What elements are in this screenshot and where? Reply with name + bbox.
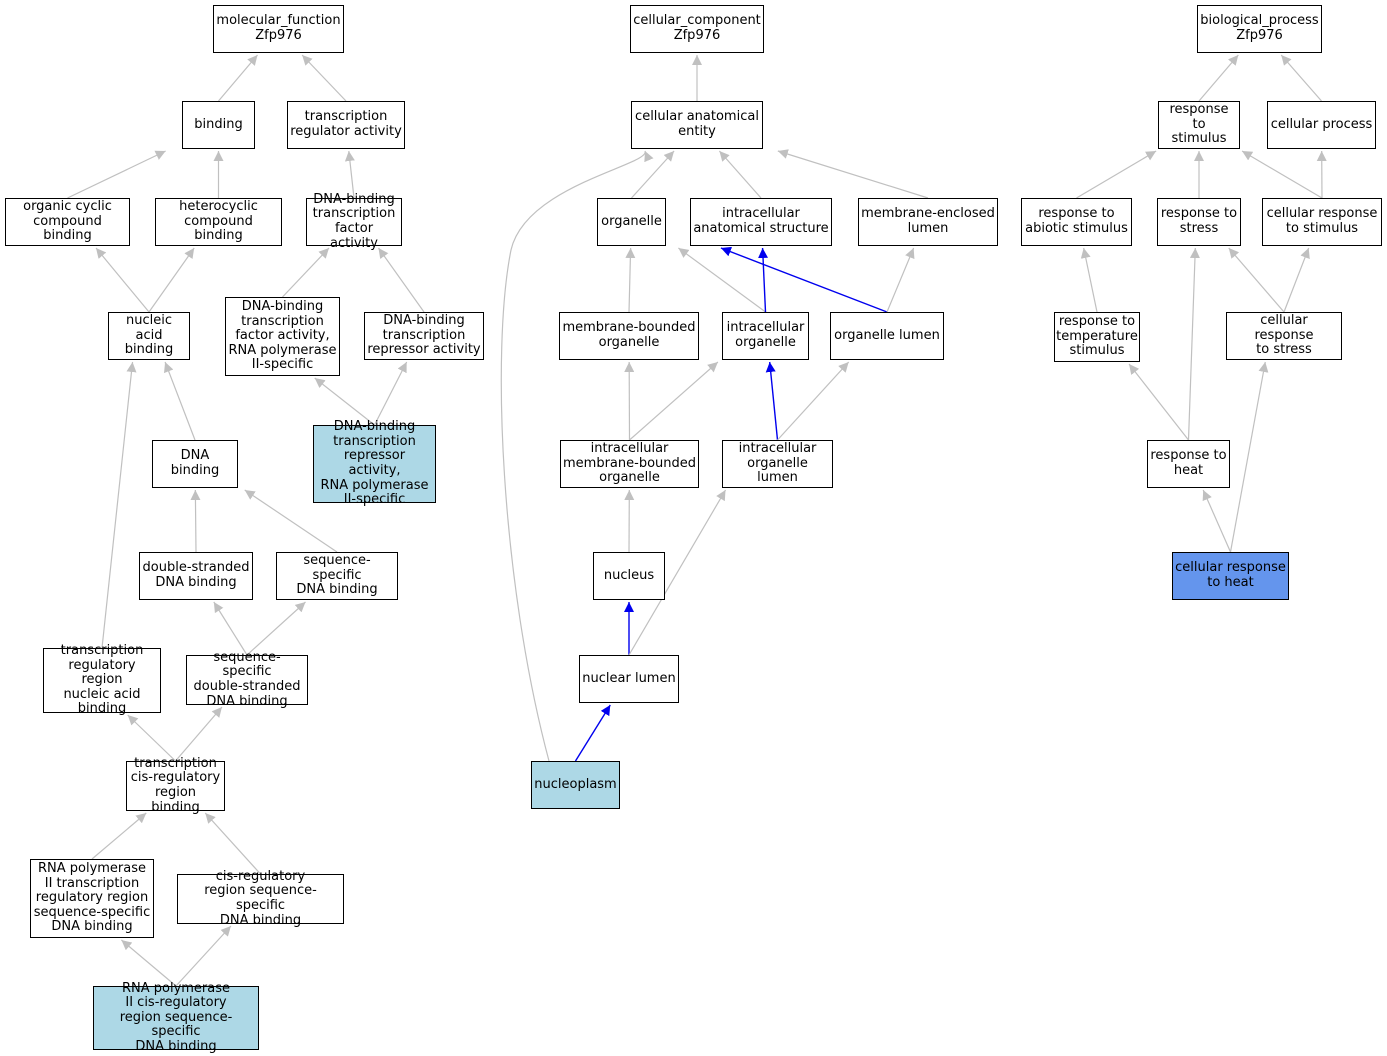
edge-crh-to-rth — [1202, 489, 1232, 553]
go-term-crh[interactable]: cellular response to heat — [1172, 552, 1289, 600]
go-term-tcrrb[interactable]: transcription cis-regulatory region bind… — [126, 756, 225, 814]
go-term-ssdsdb[interactable]: sequence-specific double-stranded DNA bi… — [186, 650, 308, 708]
edge-rp2trr-to-tcrrb — [91, 812, 147, 860]
go-term-rtstress[interactable]: response to stress — [1157, 198, 1241, 246]
go-term-dbtra2[interactable]: DNA-binding transcription repressor acti… — [313, 419, 436, 507]
edge-ol-to-organelle — [720, 246, 888, 313]
edge-ol-to-mel — [886, 247, 915, 313]
edge-crstress-to-crs — [1283, 247, 1310, 313]
go-term-cp[interactable]: cellular process — [1267, 101, 1376, 149]
go-term-ssdb[interactable]: sequence-specific DNA binding — [276, 552, 398, 600]
edge-rtts-to-ras — [1080, 247, 1098, 313]
edge-crh-to-crstress — [1229, 361, 1269, 553]
go-term-hcb[interactable]: heterocyclic compound binding — [155, 198, 282, 246]
edge-crs-to-rts — [1241, 150, 1323, 199]
go-term-dbtfa2[interactable]: DNA-binding transcription factor activit… — [225, 297, 340, 376]
go-term-rp2crr[interactable]: RNA polymerase II cis-regulatory region … — [93, 981, 259, 1054]
edge-crrssdb-to-tcrrb — [204, 812, 261, 875]
go-term-crrssdb[interactable]: cis-regulatory region sequence-specific … — [177, 869, 344, 927]
edge-np-to-nl — [574, 704, 611, 762]
edge-rts-to-bp — [1198, 54, 1239, 102]
edge-tcrrb-to-ssdsdb — [175, 706, 223, 762]
go-term-cc[interactable]: cellular_component Zfp976 — [630, 5, 764, 53]
go-term-dsdb[interactable]: double-stranded DNA binding — [139, 552, 253, 600]
go-term-organelle[interactable]: organelle — [597, 198, 666, 246]
edge-imbo-to-io — [629, 361, 719, 441]
go-term-ol[interactable]: organelle lumen — [830, 312, 944, 360]
edge-ocb-to-binding — [67, 150, 166, 199]
go-term-cae[interactable]: cellular anatomical entity — [631, 101, 763, 149]
go-term-trrnab[interactable]: transcription regulatory region nucleic … — [43, 643, 161, 716]
go-term-binding[interactable]: binding — [182, 101, 255, 149]
go-term-nab[interactable]: nucleic acid binding — [108, 312, 190, 360]
edge-dbtra2-to-dbtra — [373, 361, 408, 426]
edge-ssdb-to-dnab — [244, 489, 338, 553]
go-term-rtts[interactable]: response to temperature stimulus — [1054, 312, 1140, 362]
edge-nab-to-hcb — [148, 247, 195, 313]
go-term-crstress[interactable]: cellular response to stress — [1226, 312, 1342, 360]
go-term-rts[interactable]: response to stimulus — [1158, 101, 1240, 149]
go-term-mf[interactable]: molecular_function Zfp976 — [213, 5, 344, 53]
edge-cp-to-bp — [1280, 54, 1322, 102]
go-term-ocb[interactable]: organic cyclic compound binding — [5, 198, 130, 246]
go-term-dbtra[interactable]: DNA-binding transcription repressor acti… — [364, 312, 484, 360]
edge-binding-to-mf — [218, 54, 258, 102]
edge-ssdsdb-to-dsdb — [213, 601, 248, 656]
edge-dsdb-to-dnab — [190, 489, 201, 553]
edge-dbtra2-to-dbtfa2 — [314, 377, 375, 426]
go-term-mbo[interactable]: membrane-bounded organelle — [559, 312, 699, 360]
edge-dbtfa-to-tra — [344, 150, 355, 199]
edge-crstress-to-rtstress — [1228, 247, 1285, 313]
go-term-imbo[interactable]: intracellular membrane-bounded organelle — [560, 440, 699, 488]
go-term-np[interactable]: nucleoplasm — [531, 761, 620, 809]
go-term-iol[interactable]: intracellular organelle lumen — [722, 440, 833, 488]
edge-mel-to-cae — [777, 149, 929, 199]
go-term-bp[interactable]: biological_process Zfp976 — [1197, 5, 1322, 53]
edge-np-to-cae — [500, 150, 654, 762]
edge-iol-to-io — [765, 361, 779, 441]
edge-tra-to-mf — [301, 54, 347, 102]
go-term-rp2trr[interactable]: RNA polymerase II transcription regulato… — [30, 859, 154, 938]
go-term-dbtfa[interactable]: DNA-binding transcription factor activit… — [306, 192, 402, 250]
edge-io-to-ias — [758, 247, 769, 313]
edge-rp2crr-to-crrssdb — [175, 925, 232, 987]
edge-dbtfa2-to-dbtfa — [282, 247, 330, 298]
edge-ras-to-rts — [1076, 150, 1157, 199]
go-term-dnab[interactable]: DNA binding — [152, 440, 238, 488]
edge-tcrrb-to-trrnab — [127, 714, 176, 762]
edge-iol-to-ol — [777, 361, 850, 441]
edge-rp2crr-to-rp2trr — [121, 939, 177, 987]
go-term-rth[interactable]: response to heat — [1147, 440, 1230, 488]
edge-nl-to-iol — [628, 489, 727, 656]
go-term-nucleus[interactable]: nucleus — [593, 552, 665, 600]
go-term-nl[interactable]: nuclear lumen — [579, 655, 679, 703]
edge-ias-to-cae — [718, 150, 762, 199]
edge-rth-to-rtstress — [1187, 247, 1200, 441]
edge-mbo-to-organelle — [625, 247, 636, 313]
go-term-ras[interactable]: response to abiotic stimulus — [1021, 198, 1132, 246]
go-term-mel[interactable]: membrane-enclosed lumen — [858, 198, 998, 246]
edge-rth-to-rtts — [1128, 363, 1189, 441]
edge-organelle-to-cae — [631, 150, 675, 199]
edge-dnab-to-nab — [164, 361, 196, 441]
go-term-ias[interactable]: intracellular anatomical structure — [690, 198, 832, 246]
go-term-crs[interactable]: cellular response to stimulus — [1262, 198, 1382, 246]
edge-dbtra-to-dbtfa — [378, 247, 425, 313]
edge-ssdsdb-to-ssdb — [246, 601, 306, 656]
go-term-tra[interactable]: transcription regulator activity — [287, 101, 405, 149]
go-term-io[interactable]: intracellular organelle — [722, 312, 809, 360]
edge-trrnab-to-nab — [101, 361, 137, 649]
edge-io-to-organelle — [678, 247, 766, 313]
edge-nab-to-ocb — [95, 247, 150, 313]
